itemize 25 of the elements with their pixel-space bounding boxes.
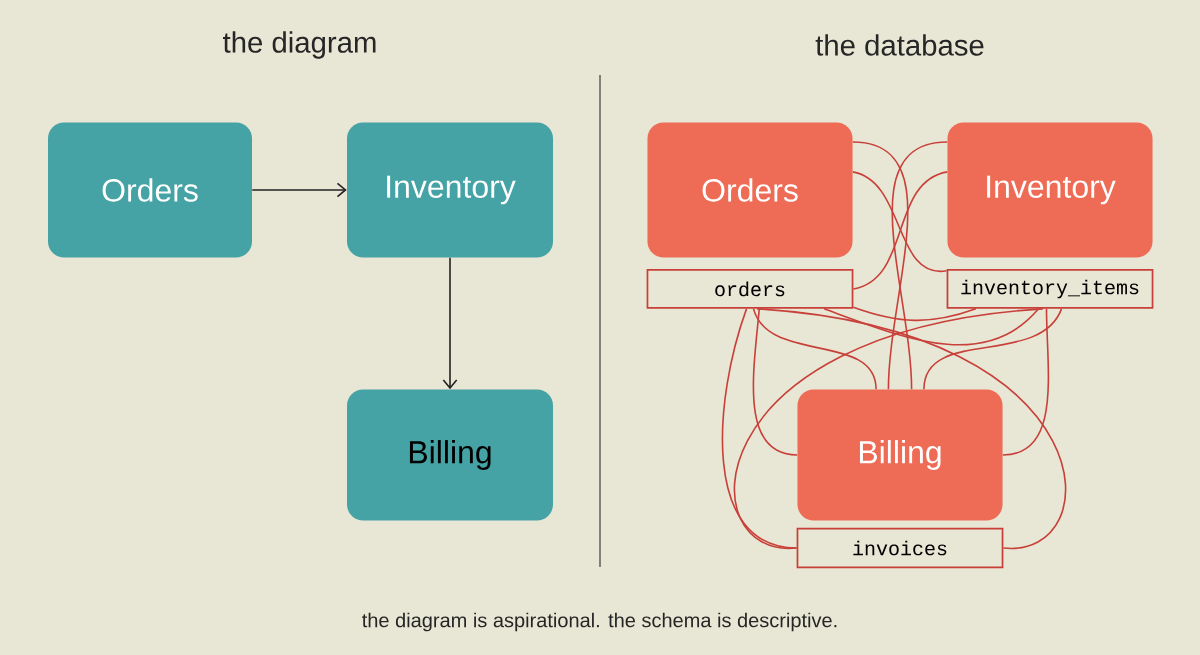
service-box: Orders — [647, 122, 853, 258]
connector-line — [891, 141, 948, 391]
connector-line — [823, 308, 1040, 346]
connector-line — [852, 171, 948, 272]
module-box: Orders — [48, 122, 252, 258]
connector-line — [1002, 308, 1050, 456]
connector-line — [852, 171, 948, 290]
connector-line — [752, 308, 798, 456]
module-box: Inventory — [347, 122, 553, 258]
connector-line — [852, 306, 977, 322]
table-box: orders — [646, 269, 854, 309]
caption: the diagram is aspirational. the schema is descriptive. — [362, 612, 837, 632]
connector-line — [752, 308, 877, 391]
connector-line — [923, 308, 1063, 391]
column-heading: the diagram — [223, 31, 376, 59]
service-box: Billing — [797, 389, 1003, 521]
connector-line — [852, 141, 909, 391]
service-box: Inventory — [947, 122, 1153, 258]
arrow — [251, 182, 347, 198]
table-box: inventory_items — [946, 269, 1154, 309]
table-box: invoices — [796, 527, 1004, 569]
column-heading: the database — [815, 34, 984, 56]
module-box: Billing — [347, 389, 553, 521]
arrow — [442, 256, 458, 390]
connector-line — [721, 308, 798, 549]
